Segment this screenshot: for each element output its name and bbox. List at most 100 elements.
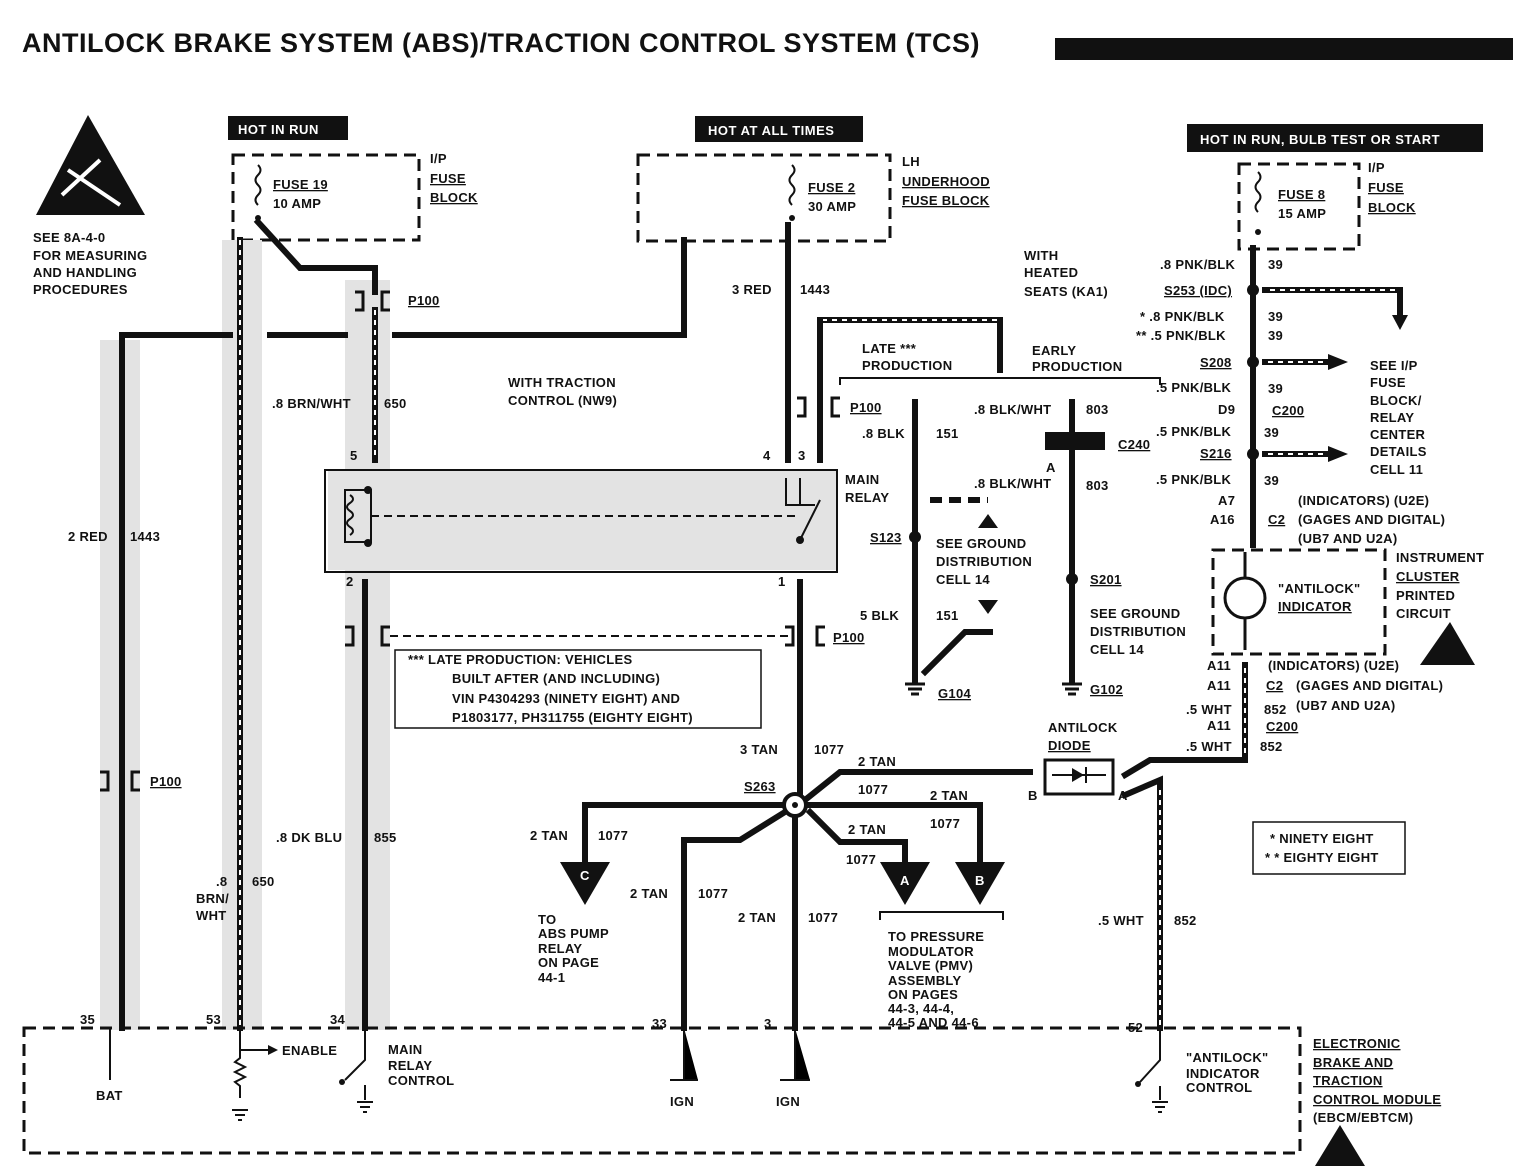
svg-text:INSTRUMENT: INSTRUMENT xyxy=(1396,550,1484,565)
svg-text:3 TAN: 3 TAN xyxy=(740,742,778,757)
svg-text:VALVE (PMV): VALVE (PMV) xyxy=(888,958,973,973)
svg-text:2: 2 xyxy=(346,574,354,589)
wire-3-tan-1077 xyxy=(792,579,803,1031)
svg-text:S123: S123 xyxy=(870,530,902,545)
svg-text:RELAY: RELAY xyxy=(1370,410,1414,425)
ground-g104: G104 xyxy=(905,682,971,701)
svg-text:C: C xyxy=(580,868,590,883)
svg-text:ON PAGES: ON PAGES xyxy=(888,987,958,1002)
svg-text:(EBCM/EBTCM): (EBCM/EBTCM) xyxy=(1313,1110,1413,1125)
svg-text:P100: P100 xyxy=(150,774,182,789)
svg-text:1443: 1443 xyxy=(800,282,830,297)
svg-text:D9: D9 xyxy=(1218,402,1235,417)
offpage-c-arrow: C xyxy=(560,862,610,905)
main-relay: MAIN RELAY xyxy=(324,469,889,573)
svg-text:151: 151 xyxy=(936,608,959,623)
svg-text:BAT: BAT xyxy=(96,1088,123,1103)
svg-text:MODULATOR: MODULATOR xyxy=(888,944,974,959)
svg-text:.8 BLK/WHT: .8 BLK/WHT xyxy=(974,476,1051,491)
svg-text:.5 WHT: .5 WHT xyxy=(1186,702,1232,717)
splices-right: S253 (IDC) S208 S216 D9 C200 A7 A16 C2 (… xyxy=(1164,283,1445,546)
svg-text:* * EIGHTY EIGHT: * * EIGHTY EIGHT xyxy=(1265,850,1379,865)
svg-text:IGN: IGN xyxy=(670,1094,694,1109)
svg-text:BRN/: BRN/ xyxy=(196,891,229,906)
svg-text:MAIN: MAIN xyxy=(388,1042,422,1057)
svg-text:G104: G104 xyxy=(938,686,971,701)
svg-text:C240: C240 xyxy=(1118,437,1150,452)
svg-text:CENTER: CENTER xyxy=(1370,427,1426,442)
svg-text:39: 39 xyxy=(1264,473,1279,488)
svg-text:G102: G102 xyxy=(1090,682,1123,697)
svg-text:.5 PNK/BLK: .5 PNK/BLK xyxy=(1156,424,1232,439)
svg-text:852: 852 xyxy=(1260,739,1283,754)
wire-labels: 3 RED 1443 .8 BRN/WHT 650 2 RED 1443 .8 … xyxy=(68,257,1286,928)
svg-text:(UB7 AND U2A): (UB7 AND U2A) xyxy=(1296,698,1395,713)
svg-text:44-5 AND 44-6: 44-5 AND 44-6 xyxy=(888,1015,979,1030)
svg-text:C200: C200 xyxy=(1266,719,1298,734)
svg-text:.8 BLK/WHT: .8 BLK/WHT xyxy=(974,402,1051,417)
svg-text:3 RED: 3 RED xyxy=(732,282,772,297)
svg-text:2 TAN: 2 TAN xyxy=(858,754,896,769)
svg-text:WHT: WHT xyxy=(196,908,227,923)
svg-text:P100: P100 xyxy=(833,630,865,645)
svg-text:FUSE: FUSE xyxy=(430,171,466,186)
svg-text:SEE GROUND: SEE GROUND xyxy=(1090,606,1180,621)
svg-text:ELECTRONIC: ELECTRONIC xyxy=(1313,1036,1401,1051)
main-relay-pins: 5 4 3 2 1 xyxy=(346,448,806,589)
svg-text:P1803177, PH311755 (EIGHTY EIG: P1803177, PH311755 (EIGHTY EIGHT) xyxy=(452,710,693,725)
svg-text:52: 52 xyxy=(1128,1020,1143,1035)
ebcm-pins: 35 53 34 33 3 52 xyxy=(80,1012,1143,1035)
wire-wht-852 xyxy=(1120,662,1248,1031)
svg-text:ON PAGE: ON PAGE xyxy=(538,955,599,970)
svg-text:EARLY: EARLY xyxy=(1032,343,1076,358)
svg-text:FUSE 2: FUSE 2 xyxy=(808,180,855,195)
traction-control-note: WITH TRACTION CONTROL (NW9) xyxy=(508,375,617,408)
svg-text:2 TAN: 2 TAN xyxy=(630,886,668,901)
svg-text:650: 650 xyxy=(384,396,407,411)
svg-text:39: 39 xyxy=(1268,381,1283,396)
svg-text:INDICATOR: INDICATOR xyxy=(1278,599,1352,614)
svg-text:.8 PNK/BLK: .8 PNK/BLK xyxy=(1160,257,1236,272)
svg-text:FUSE: FUSE xyxy=(1370,375,1406,390)
svg-text:(INDICATORS) (U2E): (INDICATORS) (U2E) xyxy=(1268,658,1399,673)
svg-text:"ANTILOCK": "ANTILOCK" xyxy=(1278,581,1361,596)
ebcm-module xyxy=(22,1026,1365,1166)
svg-text:*** LATE PRODUCTION: VEHICL: *** LATE PRODUCTION: VEHICLES xyxy=(408,652,632,667)
svg-text:3: 3 xyxy=(798,448,806,463)
svg-text:S253 (IDC): S253 (IDC) xyxy=(1164,283,1232,298)
svg-text:PRODUCTION: PRODUCTION xyxy=(862,358,952,373)
svg-text:I/P: I/P xyxy=(430,151,447,166)
svg-text:S201: S201 xyxy=(1090,572,1122,587)
svg-text:S263: S263 xyxy=(744,779,776,794)
svg-text:DISTRIBUTION: DISTRIBUTION xyxy=(1090,624,1186,639)
svg-text:INDICATOR: INDICATOR xyxy=(1186,1066,1260,1081)
svg-text:BRAKE AND: BRAKE AND xyxy=(1313,1055,1393,1070)
abs-pump-note: TO ABS PUMP RELAY ON PAGE 44-1 xyxy=(538,912,609,985)
svg-text:SEATS (KA1): SEATS (KA1) xyxy=(1024,284,1108,299)
p100-connector-mid: P100 xyxy=(797,396,881,418)
svg-text:33: 33 xyxy=(652,1016,667,1031)
svg-text:C2: C2 xyxy=(1268,512,1285,527)
svg-text:DETAILS: DETAILS xyxy=(1370,444,1427,459)
svg-text:39: 39 xyxy=(1264,425,1279,440)
svg-text:A: A xyxy=(1046,460,1056,475)
svg-text:TRACTION: TRACTION xyxy=(1313,1073,1383,1088)
svg-text:MAIN: MAIN xyxy=(845,472,879,487)
svg-text:.8 DK BLU: .8 DK BLU xyxy=(276,830,342,845)
svg-text:UNDERHOOD: UNDERHOOD xyxy=(902,174,990,189)
svg-text:PROCEDURES: PROCEDURES xyxy=(33,282,128,297)
svg-text:1077: 1077 xyxy=(698,886,728,901)
svg-text:LH: LH xyxy=(902,154,920,169)
svg-text:HOT IN RUN, BULB TEST OR START: HOT IN RUN, BULB TEST OR START xyxy=(1200,132,1440,147)
cluster-lower-connectors: A11 (INDICATORS) (U2E) A11 C2 (GAGES AND… xyxy=(1207,658,1443,734)
hot-at-all-times-label: HOT AT ALL TIMES xyxy=(695,116,863,142)
svg-text:CONTROL: CONTROL xyxy=(388,1073,454,1088)
svg-text:34: 34 xyxy=(330,1012,346,1027)
svg-text:650: 650 xyxy=(252,874,275,889)
svg-text:CONTROL (NW9): CONTROL (NW9) xyxy=(508,393,617,408)
svg-text:FUSE 8: FUSE 8 xyxy=(1278,187,1325,202)
svg-text:(GAGES AND DIGITAL): (GAGES AND DIGITAL) xyxy=(1298,512,1445,527)
p100-connector-low: P100 xyxy=(345,625,865,647)
svg-text:1: 1 xyxy=(778,574,786,589)
